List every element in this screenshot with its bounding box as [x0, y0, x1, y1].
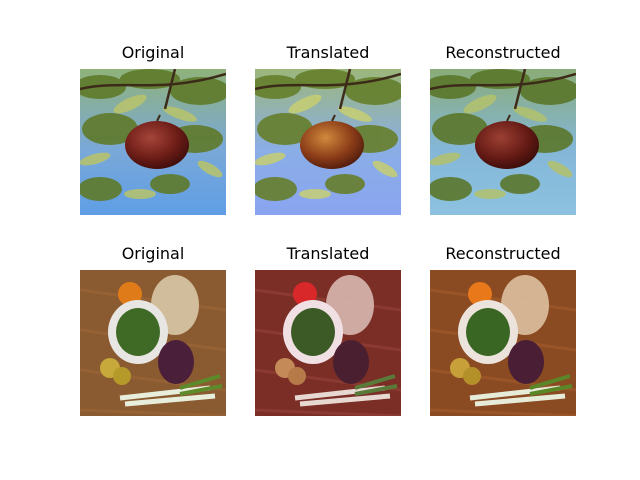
panel-title: Translated — [286, 244, 370, 263]
panel-title: Translated — [286, 43, 370, 62]
vegetables-image — [255, 270, 401, 416]
vegetables-image — [430, 270, 576, 416]
vegetables-image — [80, 270, 226, 416]
apple-tree-image — [80, 69, 226, 215]
panel-title: Original — [121, 43, 185, 62]
panel-title: Original — [121, 244, 185, 263]
panel-title: Reconstructed — [445, 43, 561, 62]
apple-tree-image — [430, 69, 576, 215]
apple-tree-image — [255, 69, 401, 215]
panel-title: Reconstructed — [445, 244, 561, 263]
